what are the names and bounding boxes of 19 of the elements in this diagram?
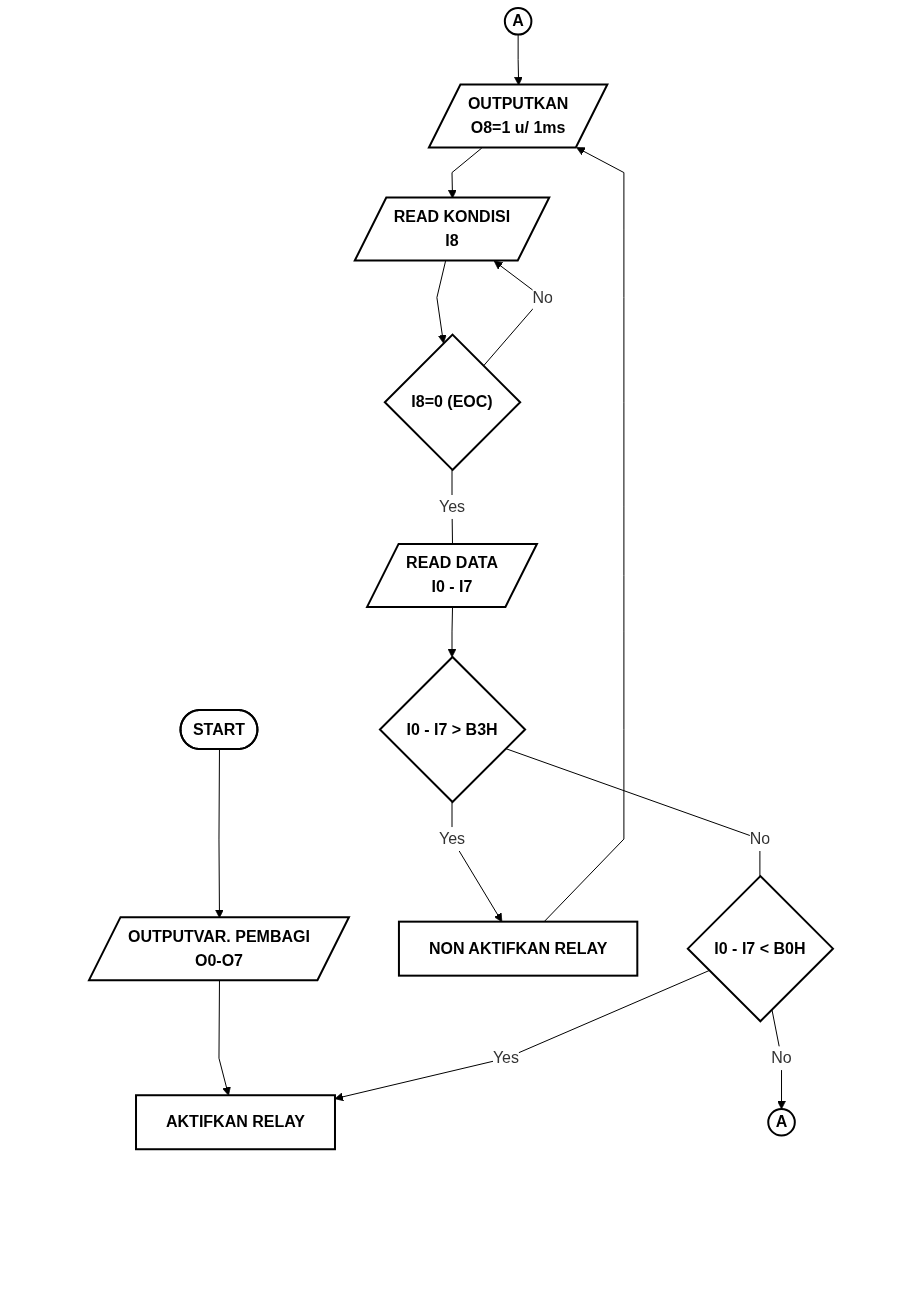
edge-label: No — [749, 830, 771, 848]
node-diamond: I8=0 (EOC) — [383, 333, 522, 472]
arrow — [334, 970, 710, 1102]
arrow — [218, 980, 231, 1096]
edge-label: No — [771, 1049, 792, 1067]
connector — [505, 748, 761, 877]
arrow — [447, 606, 457, 658]
node-diamond: I0 - I7 > B3H — [378, 655, 527, 804]
edge-label: Yes — [438, 497, 466, 515]
node-circle: A — [503, 7, 533, 36]
edge-label: Yes — [492, 1049, 520, 1067]
node-circle: A — [767, 1107, 796, 1137]
arrow — [436, 260, 447, 344]
node-box: AKTIFKAN RELAY — [135, 1094, 336, 1151]
node-diamond: I0 - I7 < B0H — [686, 874, 835, 1023]
node-box: NON AKTIFKAN RELAY — [397, 920, 639, 977]
edge-label: No — [532, 288, 553, 306]
edge-label: Yes — [438, 830, 466, 848]
arrow — [543, 147, 625, 923]
